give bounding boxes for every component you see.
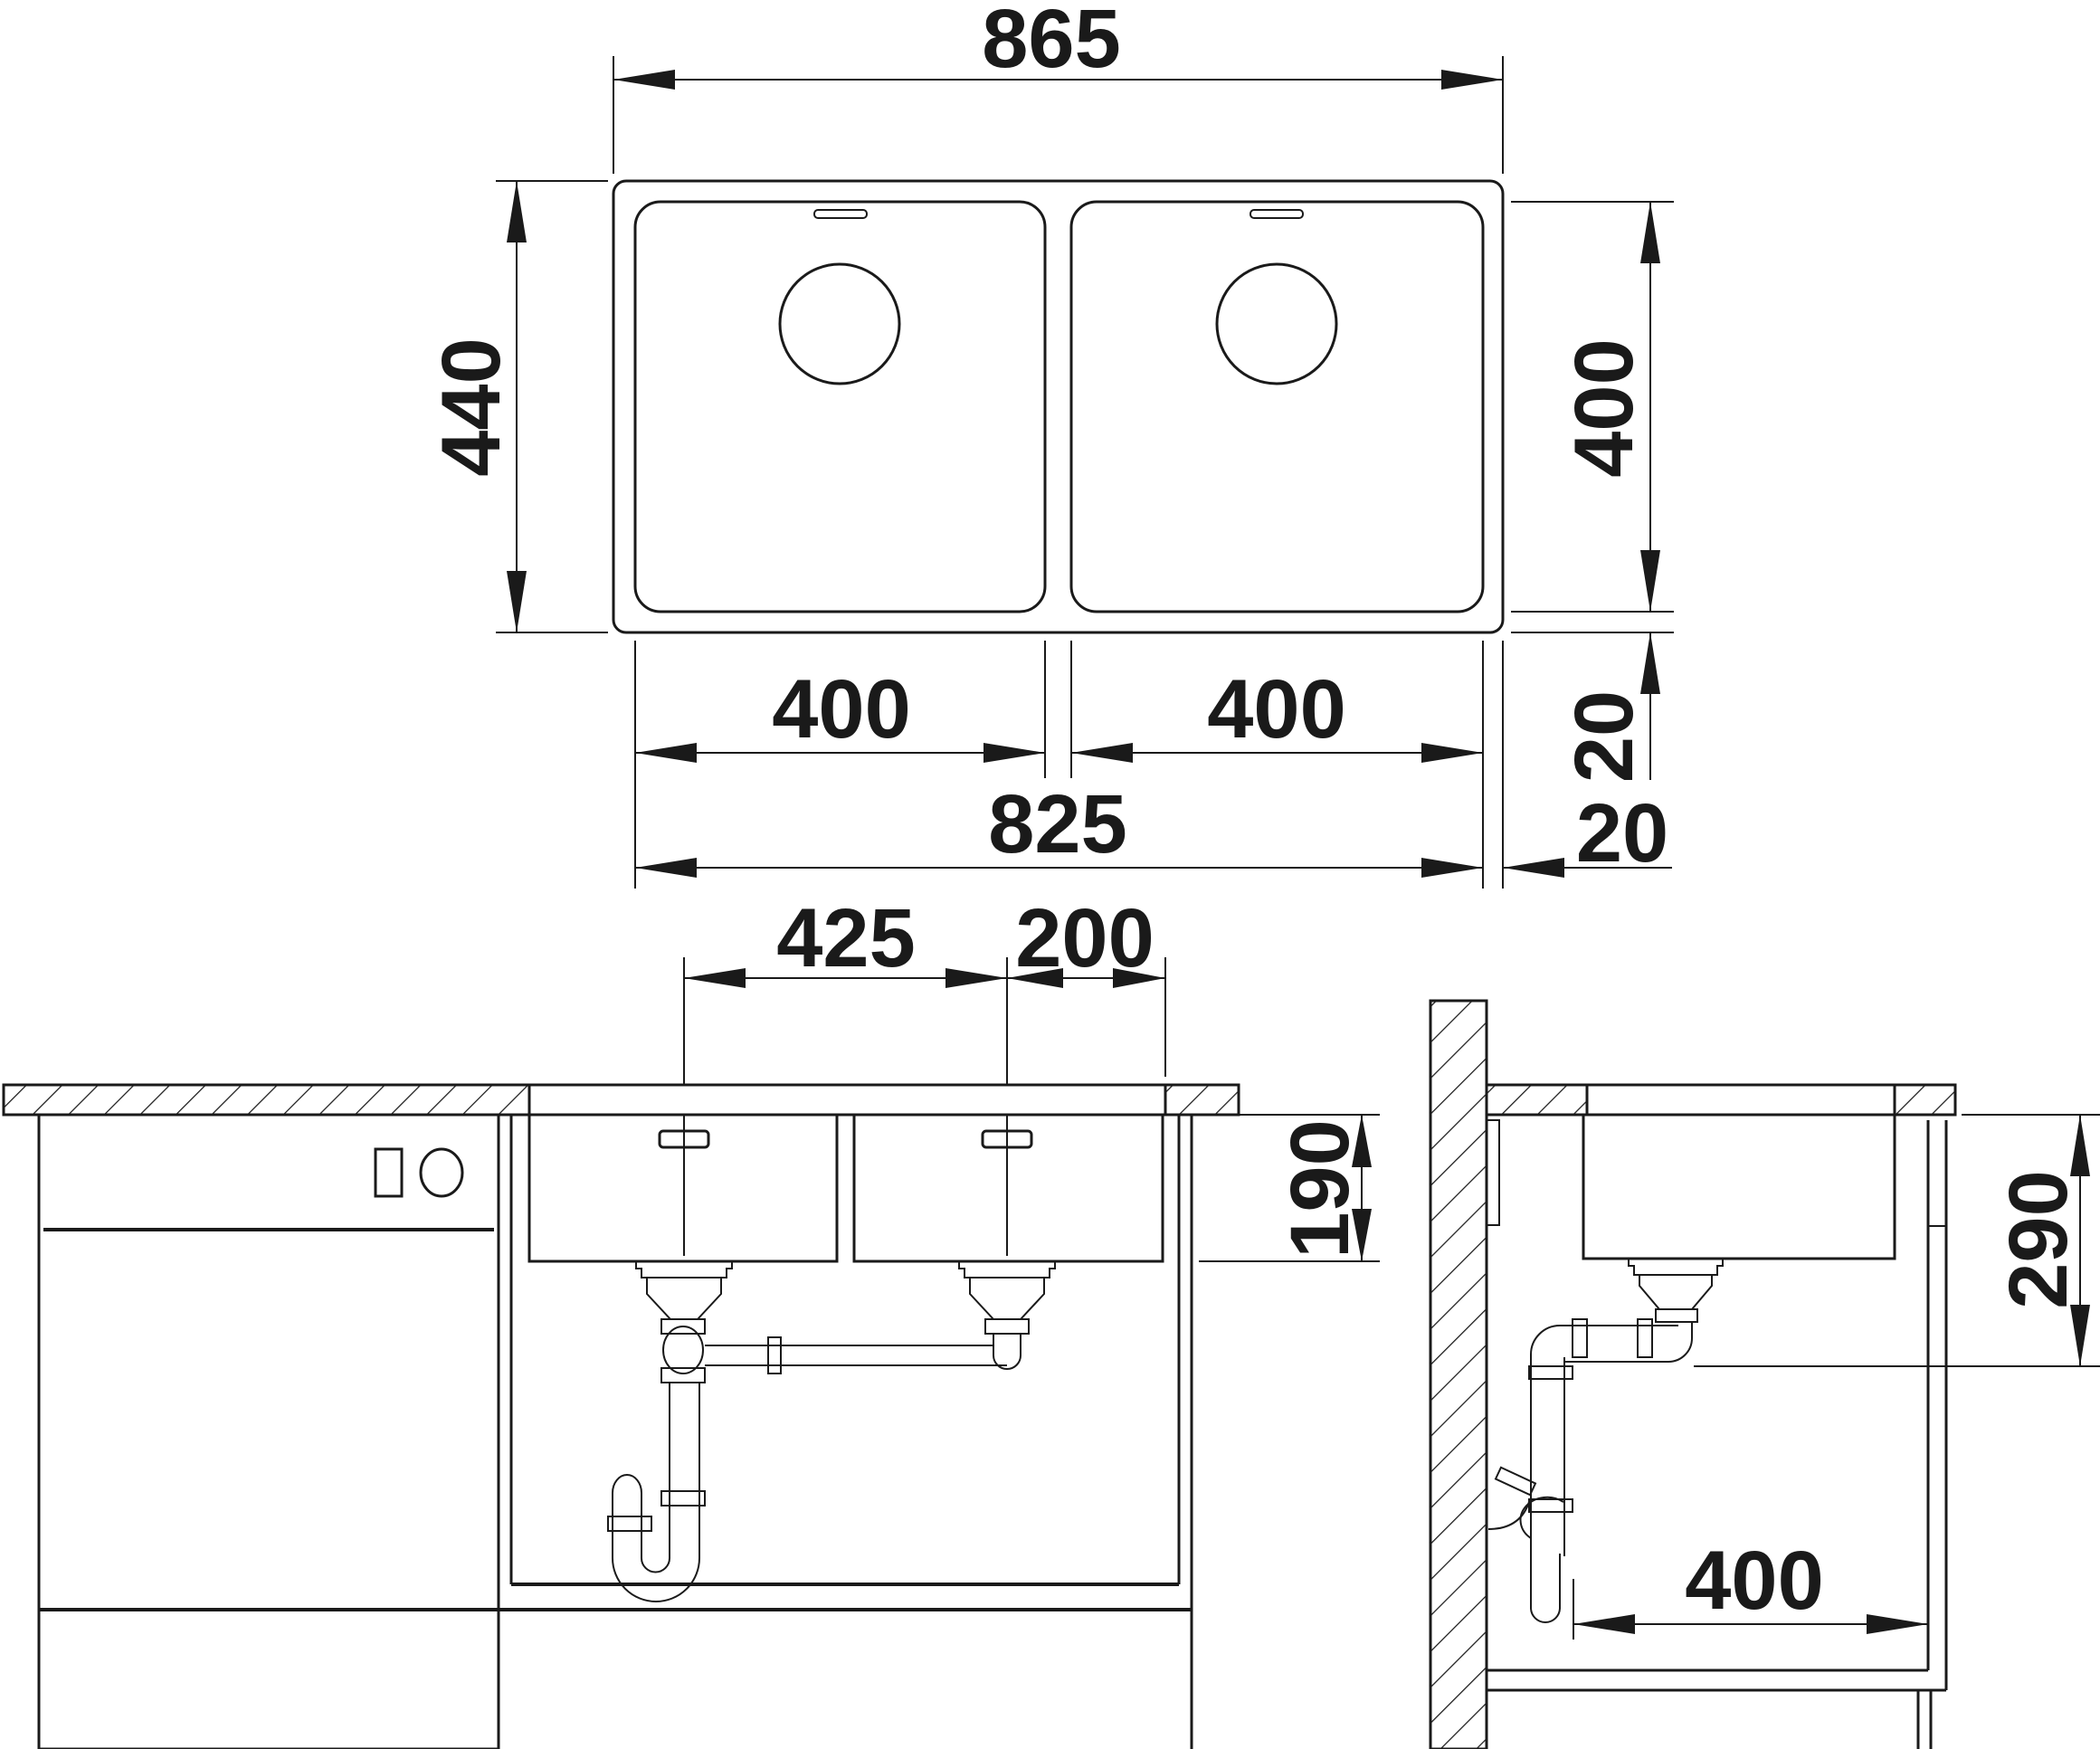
countertop-side-back <box>1485 1083 1589 1117</box>
dim-label-200: 200 <box>1015 892 1155 984</box>
left-overflow-slot <box>813 209 868 219</box>
side-view: 290 400 <box>1429 999 2100 1749</box>
dimension-bowl-depth: 400 <box>1511 201 1674 633</box>
front-view: 425 200 <box>2 892 1380 1749</box>
dishwasher-button-icon <box>374 1147 404 1198</box>
dim-label-865: 865 <box>982 0 1121 85</box>
dim-label-440: 440 <box>425 337 518 477</box>
dim-label-400-right: 400 <box>1207 663 1346 756</box>
right-drain-assembly <box>705 1260 1056 1374</box>
wall <box>1429 999 1488 1749</box>
countertop-right <box>1164 1083 1240 1117</box>
right-drain-icon <box>1215 262 1338 385</box>
left-bowl <box>633 200 1047 613</box>
dimension-trap-depth: 400 <box>1573 1535 1928 1640</box>
dimension-bowls-total-width: 825 <box>635 778 1483 878</box>
dim-label-425: 425 <box>776 892 916 984</box>
left-drain-assembly <box>607 1260 733 1602</box>
dimension-overall-depth: 440 <box>425 180 608 633</box>
side-drain-assembly <box>1487 1258 1724 1623</box>
bowl-side <box>1582 1113 1896 1260</box>
right-bowl <box>1069 200 1485 613</box>
top-view: 865 440 400 <box>425 0 1674 889</box>
dimension-rear-offset: 20 <box>1558 632 1660 783</box>
right-overflow-slot <box>1250 209 1304 219</box>
dim-label-825: 825 <box>988 778 1127 870</box>
dim-label-20-horizontal: 20 <box>1576 787 1668 879</box>
dim-label-190: 190 <box>1274 1119 1366 1259</box>
dimension-drain-spacing: 425 200 <box>683 892 1166 1256</box>
dimension-outlet-height: 290 <box>1694 1114 2100 1367</box>
dim-label-400-left: 400 <box>772 663 911 756</box>
dimension-bowl-height: 190 <box>1199 1114 1380 1262</box>
dim-label-400-side: 400 <box>1685 1535 1824 1627</box>
countertop-side-front <box>1893 1083 1957 1117</box>
sink-rim-front <box>527 1083 1167 1117</box>
left-drain-icon <box>778 262 901 385</box>
dim-label-290: 290 <box>1992 1170 2085 1309</box>
dimension-overall-width: 865 <box>613 0 1504 174</box>
dimension-side-offset: 20 <box>1503 787 1672 879</box>
dim-label-20-vertical: 20 <box>1558 690 1650 783</box>
dishwasher-cabinet <box>37 1113 500 1749</box>
dishwasher-knob-icon <box>419 1147 464 1198</box>
dimension-right-bowl-width: 400 <box>1071 663 1483 763</box>
right-bowl-front <box>852 1113 1164 1263</box>
sink-rim-side <box>1585 1083 1896 1117</box>
dim-label-400-depth: 400 <box>1558 338 1650 478</box>
countertop-left <box>2 1083 531 1117</box>
sink-outer-rim <box>612 179 1505 634</box>
dimension-left-bowl-width: 400 <box>635 663 1045 763</box>
